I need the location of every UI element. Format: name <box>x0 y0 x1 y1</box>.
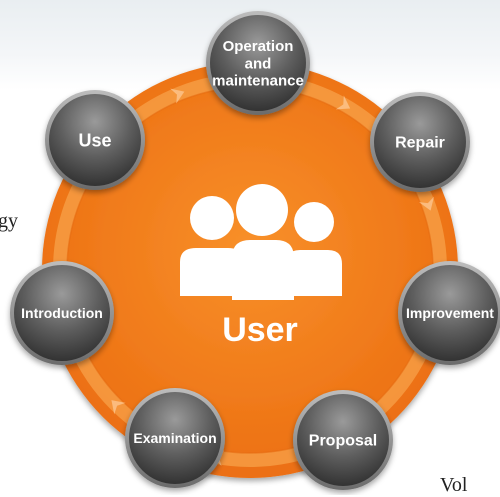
cycle-arrow-1 <box>418 196 435 211</box>
node-repair: Repair <box>370 92 470 192</box>
node-introduction-label: Introduction <box>21 305 103 321</box>
user-group-icon <box>180 184 342 300</box>
node-improvement: Improvement <box>398 261 500 365</box>
node-use-circle <box>49 94 141 186</box>
edge-text-left: gy <box>0 210 18 232</box>
node-proposal: Proposal <box>293 390 393 490</box>
cycle-arrow-5 <box>111 400 126 415</box>
node-proposal-label: Proposal <box>309 433 377 450</box>
node-introduction: Introduction <box>10 261 114 365</box>
cycle-arrow-0 <box>335 95 351 110</box>
node-introduction-circle <box>14 265 110 361</box>
node-examination-circle <box>129 392 221 484</box>
edge-text-bottom: Vol <box>440 474 468 496</box>
node-use: Use <box>45 90 145 190</box>
node-proposal-circle <box>297 394 389 486</box>
node-examination: Examination <box>125 388 225 488</box>
node-operation-label: and <box>245 55 272 72</box>
node-improvement-circle <box>402 265 498 361</box>
node-operation-label: maintenance <box>212 73 304 90</box>
node-improvement-label: Improvement <box>406 305 494 321</box>
node-operation-label: Operation <box>223 38 294 55</box>
node-repair-circle <box>374 96 466 188</box>
node-operation-circle <box>210 15 306 111</box>
node-use-label: Use <box>78 130 111 150</box>
node-repair-label: Repair <box>395 135 445 152</box>
center-label: User <box>222 311 298 349</box>
cycle-arrow-8 <box>170 88 185 104</box>
node-examination-label: Examination <box>133 430 216 446</box>
